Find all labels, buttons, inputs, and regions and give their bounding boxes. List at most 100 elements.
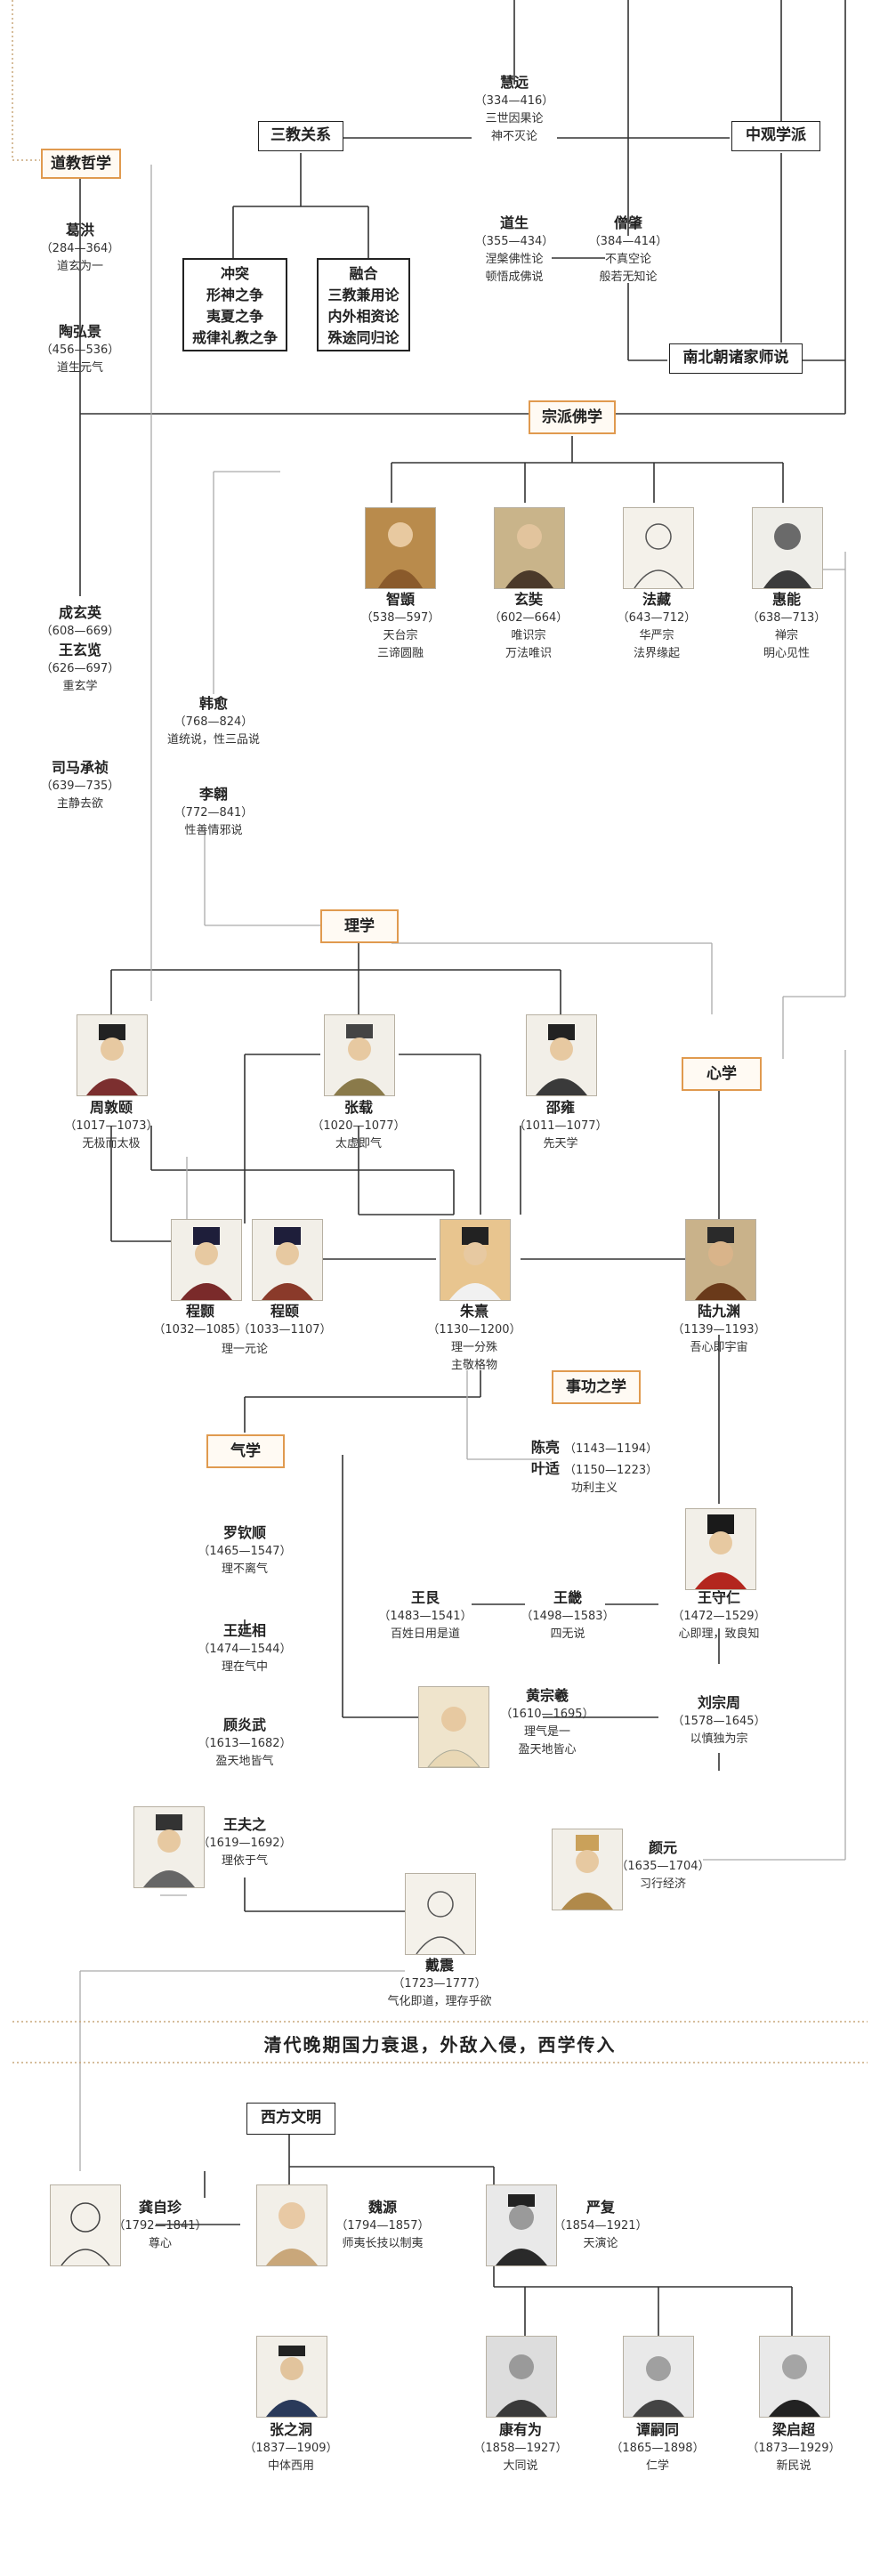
person-note: 师夷长技以制夷 xyxy=(342,2237,424,2250)
person-name: 玄奘 xyxy=(513,591,544,608)
xifang-label: 西方文明 xyxy=(261,2109,321,2127)
person-note: 道统说，性三品说 xyxy=(166,733,261,747)
person-years: （639—735） xyxy=(40,779,120,793)
lixue-box: 理学 xyxy=(320,909,399,943)
person-note: 般若无知论 xyxy=(599,271,658,284)
person-name: 慧远 xyxy=(499,74,529,91)
person-years: （1635—1704） xyxy=(616,1860,710,1873)
person-note: 唯识宗 xyxy=(511,629,546,642)
person-name: 康有为 xyxy=(498,2421,543,2438)
person-taohongjing: 陶弘景 （456—536） 道生元气 xyxy=(41,322,120,377)
person-weiyuan: 魏源 （1794—1857） 师夷长技以制夷 xyxy=(335,2198,429,2253)
person-name: 法藏 xyxy=(642,591,672,608)
person-years: （1858—1927） xyxy=(473,2442,568,2455)
person-wangji: 王畿 （1498—1583） 四无说 xyxy=(521,1588,614,1643)
xifang-box: 西方文明 xyxy=(246,2103,335,2135)
person-gehong: 葛洪 （284—364） 道玄为一 xyxy=(41,221,120,276)
shigong-box: 事功之学 xyxy=(552,1370,641,1404)
portrait-wangfuzhi xyxy=(133,1806,205,1888)
person-name: 程颢 xyxy=(185,1303,215,1320)
person-note: 先天学 xyxy=(543,1137,578,1151)
person-note: 百姓日用是道 xyxy=(390,1627,461,1641)
qixue-box: 气学 xyxy=(206,1434,285,1468)
portrait-weiyuan xyxy=(256,2184,327,2266)
person-name: 陈亮 xyxy=(530,1439,560,1456)
xinxue-label: 心学 xyxy=(706,1065,737,1083)
portrait-lujiuyuan xyxy=(685,1219,756,1301)
person-note: 气化即道，理存乎欲 xyxy=(387,1995,492,2008)
person-note: 太虚即气 xyxy=(335,1137,383,1151)
person-name: 道生 xyxy=(499,214,529,231)
person-years: （1873—1929） xyxy=(747,2442,841,2455)
portrait-fazang xyxy=(623,507,694,589)
person-years: （772—841） xyxy=(174,806,254,820)
shigong-label: 事功之学 xyxy=(566,1378,626,1396)
lixue-label: 理学 xyxy=(344,917,375,935)
person-guyanwu: 顾炎武 （1613—1682） 盈天地皆气 xyxy=(198,1716,291,1771)
portrait-tansitong xyxy=(623,2336,694,2418)
portrait-huineng xyxy=(752,507,823,589)
person-yeshi: 叶适 （1150—1223） 功利主义 xyxy=(531,1459,658,1498)
person-chengxuanying: 成玄英 （608—669） xyxy=(41,603,120,641)
person-note: 主敬格物 xyxy=(450,1359,498,1372)
person-years: （1017—1073） xyxy=(64,1119,158,1133)
chongtu-box: 冲突 形神之争 夷夏之争 戒律礼教之争 xyxy=(182,258,287,351)
person-lujiuyuan: 陆九渊 （1139—1193） 吾心即宇宙 xyxy=(672,1302,765,1357)
person-years: （1854—1921） xyxy=(553,2219,648,2233)
person-name: 王畿 xyxy=(553,1589,583,1606)
person-years: （643—712） xyxy=(617,611,697,625)
person-years: （1143—1194） xyxy=(563,1442,658,1456)
person-note: 天台宗 xyxy=(383,629,418,642)
person-name: 刘宗周 xyxy=(697,1694,741,1711)
portrait-kangyouwei xyxy=(486,2336,557,2418)
person-name: 程颐 xyxy=(270,1303,300,1320)
nanbei-box: 南北朝诸家师说 xyxy=(669,343,803,374)
person-note: 道玄为一 xyxy=(56,260,104,273)
person-chenghao: 程颢 （1032—1085） xyxy=(153,1302,246,1339)
sanjiao-label: 三教关系 xyxy=(270,126,331,144)
ronghe-item: 殊途同归论 xyxy=(327,329,400,346)
person-zhangzai: 张载 （1020—1077） 太虚即气 xyxy=(311,1098,405,1153)
person-note: 新民说 xyxy=(776,2459,811,2473)
ronghe-item: 三教兼用论 xyxy=(327,287,400,303)
person-years: （1794—1857） xyxy=(335,2219,430,2233)
person-note: 尊心 xyxy=(148,2237,173,2250)
person-years: （1474—1544） xyxy=(198,1643,292,1656)
person-note: 理一分殊 xyxy=(450,1341,498,1354)
person-years: （1032—1085） xyxy=(153,1323,247,1336)
person-note: 中体西用 xyxy=(267,2459,315,2473)
portrait-yanfu xyxy=(486,2184,557,2266)
person-years: （384—414） xyxy=(588,235,668,248)
person-note: 功利主义 xyxy=(570,1482,618,1495)
person-name: 智顗 xyxy=(385,591,416,608)
person-years: （1472—1529） xyxy=(672,1610,766,1623)
person-yanyuan: 颜元 （1635—1704） 习行经济 xyxy=(616,1838,709,1894)
person-name: 李翱 xyxy=(198,786,229,803)
person-name: 成玄英 xyxy=(58,604,102,621)
chongtu-item: 夷夏之争 xyxy=(206,308,263,325)
zongpai-label: 宗派佛学 xyxy=(542,408,602,426)
person-note: 大同说 xyxy=(503,2459,538,2473)
chongtu-title: 冲突 xyxy=(220,265,249,282)
person-name: 僧肇 xyxy=(613,214,643,231)
portrait-gongzizhen xyxy=(50,2184,121,2266)
erchen-note: 理一元论 xyxy=(222,1341,268,1359)
person-zhuxi: 朱熹 （1130—1200） 理一分殊 主敬格物 xyxy=(427,1302,521,1375)
person-note: 法界缘起 xyxy=(633,647,681,660)
portrait-daizhen xyxy=(405,1873,476,1955)
person-name: 王廷相 xyxy=(222,1622,267,1639)
person-name: 王守仁 xyxy=(697,1589,741,1606)
person-luoqinshun: 罗钦顺 （1465—1547） 理不离气 xyxy=(198,1523,291,1579)
person-years: （1150—1223） xyxy=(563,1464,658,1477)
person-years: （608—669） xyxy=(40,625,120,638)
daojiao-box: 道教哲学 xyxy=(41,149,121,179)
portrait-liangqichao xyxy=(759,2336,830,2418)
ronghe-box: 融合 三教兼用论 内外相资论 殊途同归论 xyxy=(317,258,410,351)
person-years: （1792—1841） xyxy=(113,2219,207,2233)
person-years: （456—536） xyxy=(40,343,120,357)
person-years: （1619—1692） xyxy=(198,1837,292,1850)
person-name: 司马承祯 xyxy=(51,759,109,776)
person-years: （1465—1547） xyxy=(198,1545,292,1558)
